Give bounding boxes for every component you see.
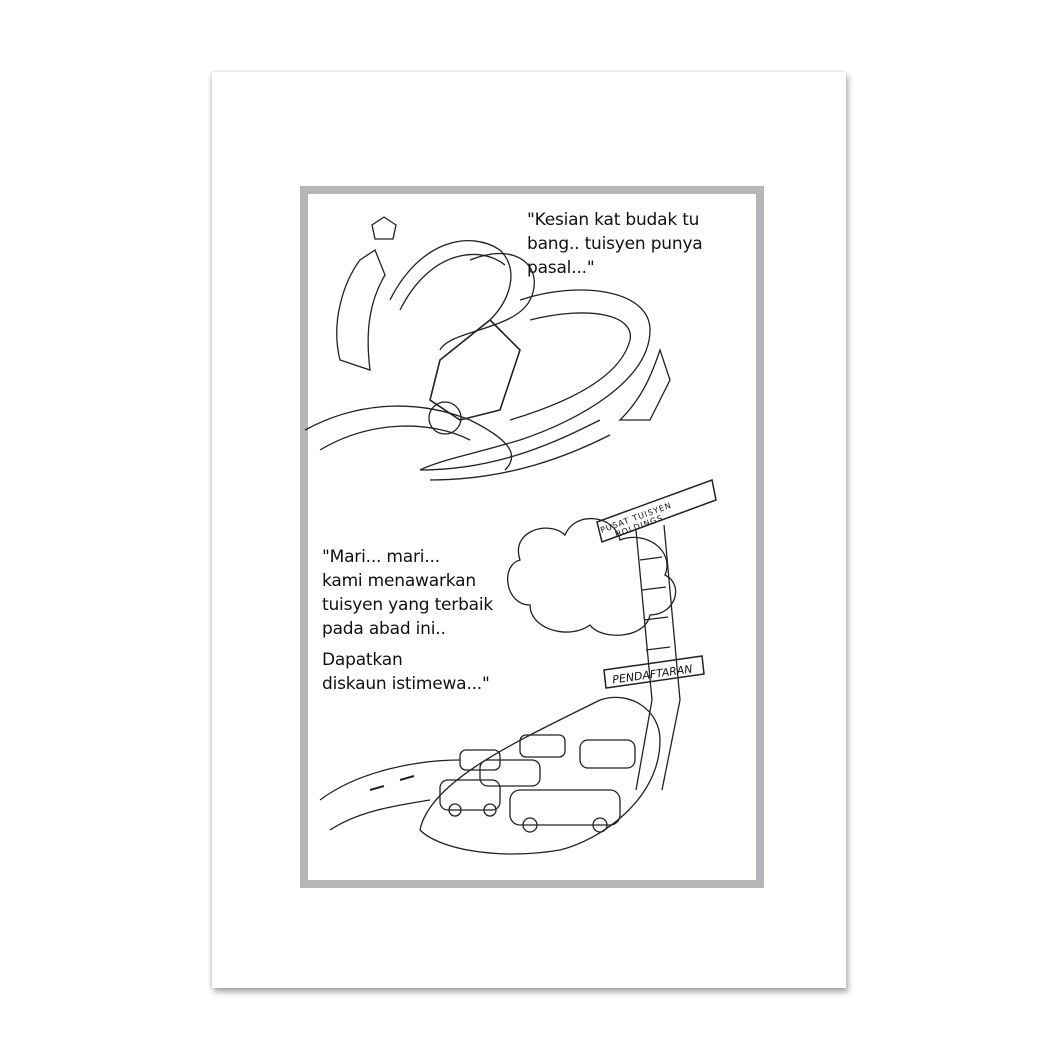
comic-page <box>308 194 756 880</box>
cars <box>439 734 636 833</box>
caption-bottom-2: Dapatkan diskaun istimewa..." <box>322 650 490 694</box>
caption-top: "Kesian kat budak tu bang.. tuisyen puny… <box>527 210 703 278</box>
tower-illustration <box>319 478 717 855</box>
bridge-illustration <box>304 216 671 481</box>
caption-bottom-1: "Mari... mari... kami menawarkan tuisyen… <box>322 547 494 639</box>
